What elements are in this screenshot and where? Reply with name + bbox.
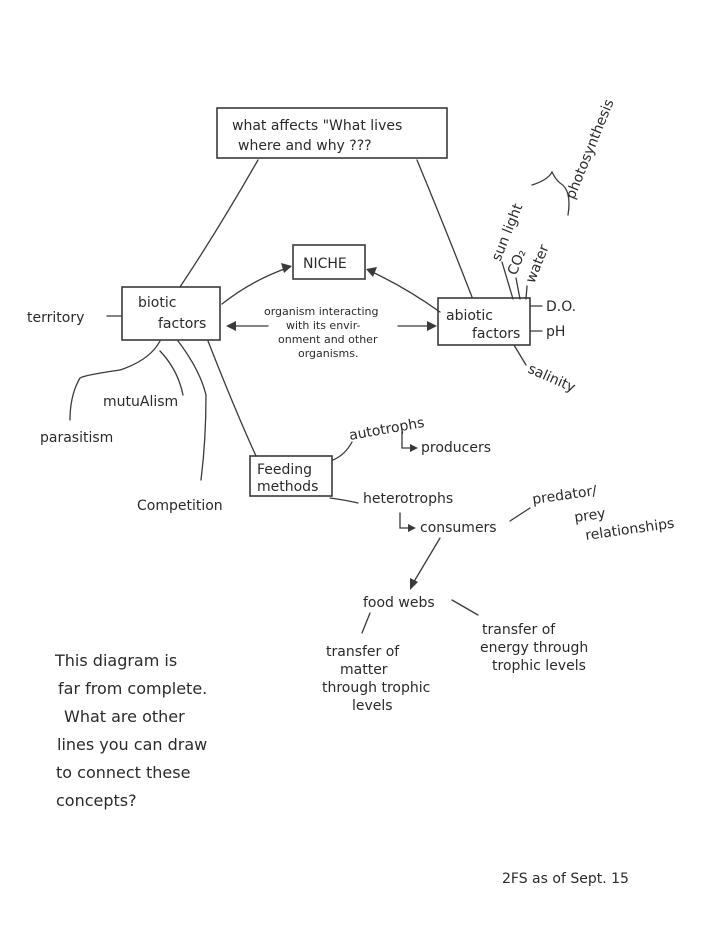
- consumers-arrowhead: [408, 524, 416, 532]
- abiotic-factors-box: [437, 297, 531, 346]
- biotic-factors-box: [121, 286, 221, 341]
- title-box: [216, 107, 448, 159]
- autotrophs-label: autotrophs: [348, 415, 426, 444]
- feeding-label-1: Feeding: [257, 462, 312, 478]
- title-to-biotic-line: [179, 159, 259, 288]
- consumers-label: consumers: [420, 520, 497, 536]
- abiotic-label-1: abiotic: [446, 308, 493, 324]
- heterotrophs-link: [329, 497, 359, 504]
- abiotic-to-niche-line: [367, 269, 441, 313]
- competition-label: Competition: [137, 498, 223, 514]
- niche-arrowhead-right: [366, 267, 377, 277]
- consumers-to-foodwebs-line: [411, 537, 441, 586]
- note-line-3: What are other: [64, 707, 185, 726]
- note-line-4: lines you can draw: [57, 735, 207, 754]
- mutualism-label: mutuAlism: [103, 394, 178, 410]
- note-line-6: concepts?: [56, 791, 137, 810]
- center-line-3: onment and other: [278, 333, 378, 346]
- matter-label-2: matter: [340, 662, 388, 678]
- matter-link: [361, 612, 371, 634]
- feeding-label-2: methods: [257, 479, 318, 495]
- parasitism-label: parasitism: [40, 430, 113, 446]
- heterotrophs-label: heterotrophs: [363, 491, 453, 507]
- biotic-to-feeding-line: [207, 340, 257, 457]
- note-line-5: to connect these: [56, 763, 190, 782]
- energy-label-1: transfer of: [482, 622, 556, 638]
- photosynthesis-label: photosynthesis: [563, 97, 618, 202]
- territory-label: territory: [27, 310, 84, 326]
- producers-hook: [401, 431, 413, 449]
- energy-label-3: trophic levels: [492, 658, 586, 674]
- competition-link: [177, 340, 207, 481]
- consumers-hook: [399, 512, 411, 529]
- predator-label-1: predator/: [531, 483, 598, 508]
- footer-note: 2FS as of Sept. 15: [502, 871, 629, 887]
- autotrophs-link: [332, 441, 353, 461]
- energy-label-2: energy through: [480, 640, 588, 656]
- center-line-2: with its envir-: [286, 319, 361, 332]
- mutualism-link: [159, 350, 184, 396]
- biotic-to-niche-line: [221, 266, 291, 305]
- water-label: water: [523, 242, 553, 285]
- salinity-link: [513, 344, 527, 366]
- matter-label-4: levels: [352, 698, 393, 714]
- biotic-label-1: biotic: [138, 295, 176, 311]
- salinity-label: salinity: [525, 361, 577, 396]
- predator-link: [509, 507, 531, 522]
- niche-box: [292, 244, 366, 280]
- center-line-1: organism interacting: [264, 305, 379, 318]
- center-arrowhead-right: [427, 321, 437, 331]
- co2-link: [515, 277, 521, 300]
- water-link: [525, 285, 528, 300]
- food-webs-label: food webs: [363, 595, 435, 611]
- center-line-4: organisms.: [298, 347, 358, 360]
- feeding-methods-box: [249, 455, 333, 497]
- do-label: D.O.: [546, 299, 576, 315]
- parasitism-link: [69, 340, 161, 421]
- title-line-2: where and why ???: [238, 138, 372, 154]
- biotic-label-2: factors: [158, 316, 206, 332]
- producers-arrowhead: [410, 444, 418, 452]
- matter-label-3: through trophic: [322, 680, 430, 696]
- niche-label: NICHE: [303, 256, 347, 272]
- producers-label: producers: [421, 440, 491, 456]
- foodwebs-arrowhead: [410, 578, 418, 590]
- center-arrowhead-left: [226, 321, 236, 331]
- abiotic-label-2: factors: [472, 326, 520, 342]
- sunlight-link: [501, 261, 514, 300]
- title-line-1: what affects "What lives: [232, 118, 402, 134]
- photosynthesis-brace: [531, 170, 570, 216]
- predator-label-2: prey: [573, 506, 606, 526]
- ph-label: pH: [546, 324, 565, 340]
- energy-link: [451, 599, 479, 616]
- matter-label-1: transfer of: [326, 644, 400, 660]
- note-line-2: far from complete.: [58, 679, 207, 698]
- title-to-abiotic-line: [416, 159, 473, 298]
- note-line-1: This diagram is: [54, 651, 177, 670]
- niche-arrowhead-left: [281, 263, 292, 273]
